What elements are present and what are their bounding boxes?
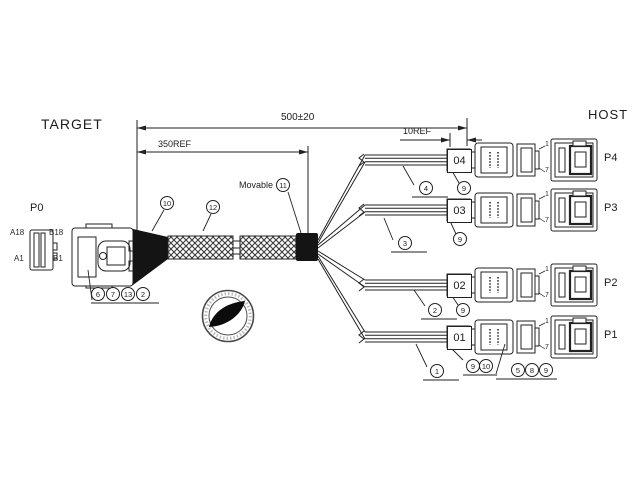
port-name-p4: P4 [604,152,618,164]
port-label-02: 02 [447,274,472,298]
pin-label-a1: A1 [14,254,24,263]
callout-label-p2: 9 [456,303,470,317]
callout-boot: 10 [160,196,174,210]
p0-connector-drawing [29,229,58,271]
p0-connector-name: P0 [30,202,44,214]
callout-label-p3: 9 [453,232,467,246]
pin-number-top: 1 [545,191,549,198]
dim-overall-label: 500±20 [281,112,315,123]
callout-wire-1: 1 [430,364,444,378]
stamp-seal [201,289,255,343]
callout-movable: 11 [276,178,290,192]
callout-sas-3: 13 [121,287,135,301]
leg-p4-drawing [357,137,599,183]
boot-drawing [133,229,168,285]
pin-label-a18: A18 [10,228,25,237]
callout-host-connector-2: 8 [525,363,539,377]
wire-fanout [317,154,366,340]
pin-number-bottom: 7 [545,344,549,351]
pin-number-top: 1 [545,141,549,148]
callout-host-connector-1: 5 [511,363,525,377]
callout-label-p1-a: 9 [466,359,480,373]
stamp-leaf-icon [209,301,245,327]
pin-label-b1: B1 [53,254,63,263]
callout-sas-2: 7 [106,287,120,301]
port-label-04: 04 [447,149,472,173]
callout-host-connector-3: 9 [539,363,553,377]
host-title: HOST [588,107,629,122]
pin-number-bottom: 7 [545,167,549,174]
callout-wire-3: 3 [398,236,412,250]
callout-wire-4: 4 [419,181,433,195]
callout-label-p1-b: 10 [479,359,493,373]
pin-label-b18: B18 [49,228,64,237]
port-name-p3: P3 [604,202,618,214]
callout-braid: 12 [206,200,220,214]
callout-wire-2: 2 [428,303,442,317]
pin-number-bottom: 7 [545,292,549,299]
port-name-p1: P1 [604,329,618,341]
pin-number-top: 1 [545,318,549,325]
port-label-01: 01 [447,326,472,350]
movable-tube-drawing [296,233,318,261]
callout-sas-4: 2 [136,287,150,301]
sas-connector-drawing [71,223,138,289]
leg-p3-drawing [357,187,599,233]
dimension-lines [136,118,482,233]
pin-number-top: 1 [545,266,549,273]
callout-label-p4: 9 [457,181,471,195]
leg-p1-drawing [357,314,599,360]
port-label-03: 03 [447,199,472,223]
leg-p2-drawing [357,262,599,308]
dimension-arrows [137,125,476,155]
pin-number-bottom: 7 [545,217,549,224]
callout-sas-1: 6 [91,287,105,301]
movable-label: Movable [239,180,274,190]
dim-label-offset-label: 10REF [403,126,432,136]
port-name-p2: P2 [604,277,618,289]
target-title: TARGET [41,116,103,132]
dim-braid-label: 350REF [158,139,192,149]
braid-drawing [167,235,297,260]
